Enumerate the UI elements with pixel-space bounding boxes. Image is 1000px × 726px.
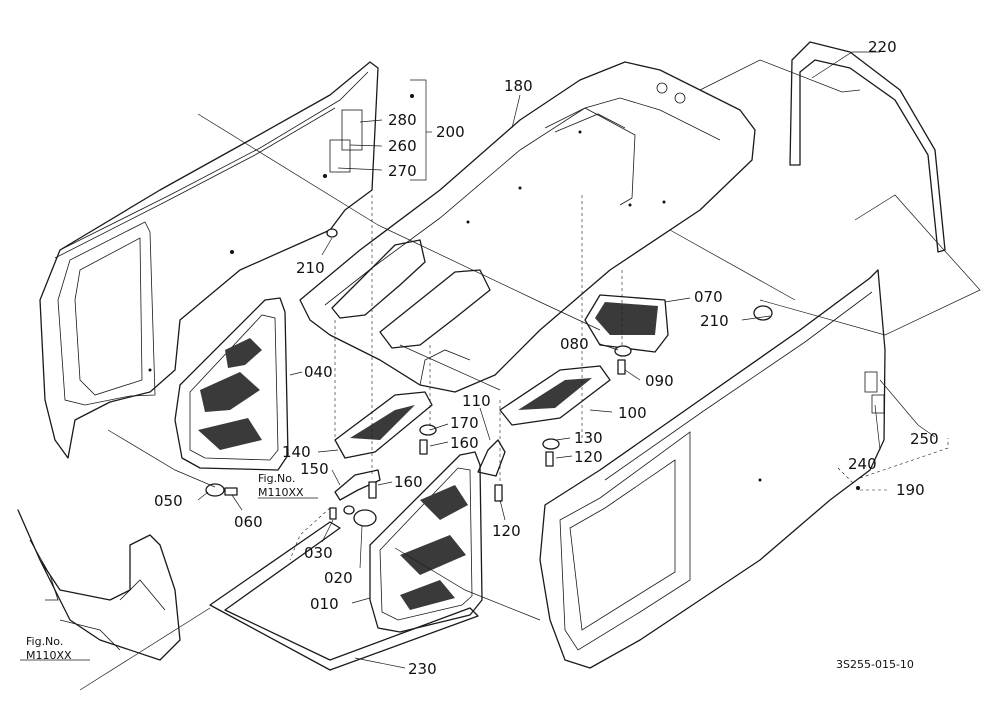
- perforated-plate-100: [499, 365, 611, 426]
- callout-100: 100: [618, 404, 647, 422]
- callout-260: 260: [388, 137, 417, 155]
- callout-040: 040: [304, 363, 333, 381]
- callout-120-right: 120: [574, 448, 603, 466]
- exploded-guides: [289, 195, 856, 561]
- bracket-150: [334, 469, 381, 501]
- callout-240: 240: [848, 455, 877, 473]
- drawing-code: 3S255-015-10: [836, 658, 914, 671]
- fig-ref-label: Fig.No.: [258, 472, 295, 485]
- hood-panel: [299, 61, 756, 393]
- callout-010: 010: [310, 595, 339, 613]
- marker-dot: [410, 94, 414, 98]
- perforated-plate-070: [584, 294, 669, 353]
- callout-110: 110: [462, 392, 491, 410]
- callout-180: 180: [504, 77, 533, 95]
- callout-170: 170: [450, 414, 479, 432]
- fig-ref-label: Fig.No.: [26, 635, 63, 648]
- callout-210-right: 210: [700, 312, 729, 330]
- callout-200: 200: [436, 123, 465, 141]
- callout-030: 030: [304, 544, 333, 562]
- callout-050: 050: [154, 492, 183, 510]
- callout-160-lower: 160: [394, 473, 423, 491]
- callout-280: 280: [388, 111, 417, 129]
- fig-ref-number: M110XX: [258, 486, 304, 499]
- callout-120-lower: 120: [492, 522, 521, 540]
- assembly-lines: [79, 59, 981, 691]
- callout-080: 080: [560, 335, 589, 353]
- callout-250: 250: [910, 430, 939, 448]
- fig-ref-upper: Fig.No. M110XX: [258, 472, 304, 499]
- callout-230: 230: [408, 660, 437, 678]
- bracket-110: [477, 439, 506, 477]
- callout-270: 270: [388, 162, 417, 180]
- left-side-panel: [39, 61, 379, 459]
- callout-140: 140: [282, 443, 311, 461]
- right-side-panel: [539, 269, 886, 669]
- callout-090: 090: [645, 372, 674, 390]
- rear-trim-strip: [789, 41, 946, 253]
- cab-frame-partial: [17, 509, 181, 661]
- fig-ref-lower: Fig.No. M110XX: [26, 635, 72, 662]
- fig-ref-number: M110XX: [26, 649, 72, 662]
- fasteners: [205, 109, 773, 527]
- callout-150: 150: [300, 460, 329, 478]
- callout-020: 020: [324, 569, 353, 587]
- callout-060: 060: [234, 513, 263, 531]
- perforated-plate-140: [334, 391, 433, 459]
- front-grille: [369, 451, 483, 633]
- callout-labels: 220 180 200 280 260 270 210 210 070 080 …: [154, 38, 939, 678]
- seal-strip: [209, 521, 479, 671]
- callout-160-upper: 160: [450, 434, 479, 452]
- callout-leaders: [20, 51, 949, 669]
- left-grille: [174, 297, 289, 471]
- marker-dot: [323, 174, 327, 178]
- callout-070: 070: [694, 288, 723, 306]
- callout-210-left: 210: [296, 259, 325, 277]
- callout-130: 130: [574, 429, 603, 447]
- callout-220: 220: [868, 38, 897, 56]
- callout-190: 190: [896, 481, 925, 499]
